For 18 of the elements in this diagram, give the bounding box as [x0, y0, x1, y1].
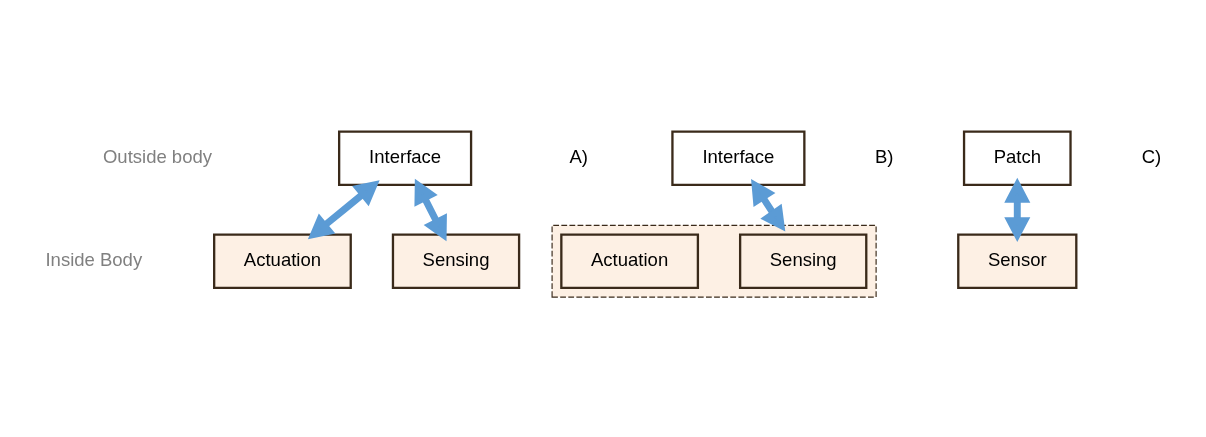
label: A): [569, 145, 588, 167]
node-box: Sensor: [957, 232, 1078, 289]
label: B): [874, 145, 894, 167]
node-box: Actuation: [560, 232, 700, 289]
label: C): [1141, 145, 1162, 167]
node-box: Sensing: [391, 232, 521, 289]
label: Inside Body: [45, 248, 143, 270]
arrow: [751, 178, 786, 231]
node-box: Interface: [671, 129, 806, 186]
arrow: [307, 179, 380, 239]
cluster: [551, 224, 877, 298]
arrow: [414, 178, 447, 241]
node-box: Interface: [338, 129, 473, 186]
node-box: Sensing: [738, 232, 868, 289]
label: Outside body: [102, 145, 212, 167]
node-box: Patch: [962, 129, 1072, 186]
node-box: Actuation: [213, 232, 352, 289]
arrow: [1004, 177, 1031, 242]
